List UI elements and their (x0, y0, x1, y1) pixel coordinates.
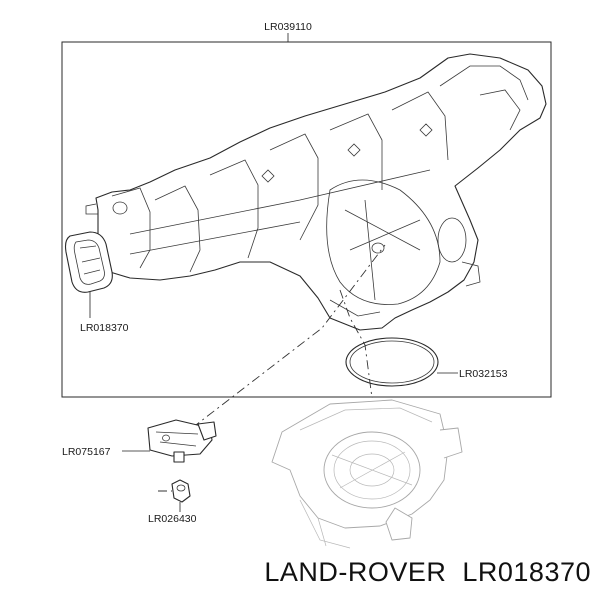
intake-manifold-drawing (85, 53, 547, 331)
sensor-assembly-line (191, 244, 386, 429)
callout-sensor-screw: LR026430 (148, 513, 197, 525)
callout-intake-gasket: LR018370 (80, 322, 129, 334)
footer-title: LAND-ROVER LR018370 (264, 557, 591, 587)
o-ring-drawing (345, 337, 439, 387)
gasket-drawing (64, 231, 113, 293)
screw-drawing (171, 479, 191, 503)
footer-part-number: LR018370 (462, 557, 591, 587)
throttle-assembly-line (339, 289, 373, 399)
footer-brand: LAND-ROVER (264, 557, 446, 587)
callout-pressure-sensor: LR075167 (62, 446, 111, 458)
callout-throttle-seal: LR032153 (459, 368, 508, 380)
assembly-frame (61, 41, 552, 398)
sensor-drawing (147, 419, 217, 463)
callout-manifold-assembly: LR039110 (264, 21, 312, 33)
throttle-body-drawing (271, 399, 463, 549)
